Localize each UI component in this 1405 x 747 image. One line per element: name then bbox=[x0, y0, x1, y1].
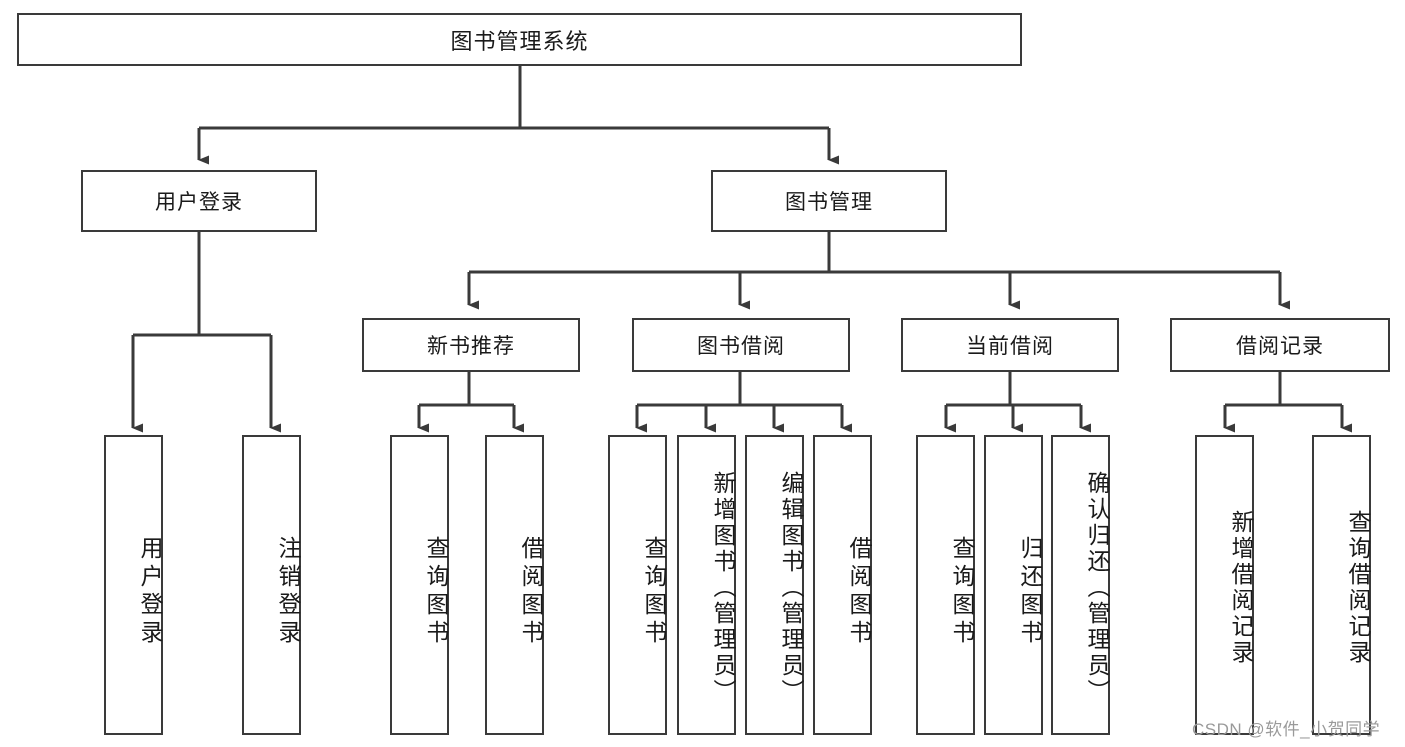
node-book-borrow[interactable]: 图书借阅 bbox=[632, 318, 850, 372]
node-label: 查询图书 bbox=[641, 536, 667, 648]
watermark-text: CSDN @软件_小贺同学 bbox=[1192, 720, 1381, 739]
node-current-borrow[interactable]: 当前借阅 bbox=[901, 318, 1119, 372]
leaf-user-login-login[interactable]: 用户登录 bbox=[104, 435, 163, 735]
node-label: 归还图书 bbox=[1017, 536, 1043, 648]
node-label: 当前借阅 bbox=[966, 335, 1054, 358]
node-label: 借阅记录 bbox=[1236, 335, 1324, 358]
node-label: 图书管理 bbox=[785, 191, 873, 214]
node-label: 借阅图书 bbox=[846, 536, 872, 648]
node-root-system[interactable]: 图书管理系统 bbox=[17, 13, 1022, 66]
node-label: 新增图书（管理员） bbox=[710, 471, 736, 705]
node-label: 注销登录 bbox=[275, 536, 301, 648]
leaf-current-borrow-return[interactable]: 归还图书 bbox=[984, 435, 1043, 735]
node-label: 编辑图书（管理员） bbox=[778, 471, 804, 705]
node-borrow-record[interactable]: 借阅记录 bbox=[1170, 318, 1390, 372]
leaf-user-login-logout[interactable]: 注销登录 bbox=[242, 435, 301, 735]
node-label: 借阅图书 bbox=[518, 536, 544, 648]
csdn-watermark: CSDN @软件_小贺同学 bbox=[1192, 715, 1380, 740]
leaf-new-book-borrow[interactable]: 借阅图书 bbox=[485, 435, 544, 735]
node-book-management[interactable]: 图书管理 bbox=[711, 170, 947, 232]
node-label: 用户登录 bbox=[137, 536, 163, 648]
node-label: 查询图书 bbox=[949, 536, 975, 648]
leaf-book-borrow-borrow[interactable]: 借阅图书 bbox=[813, 435, 872, 735]
leaf-borrow-record-add[interactable]: 新增借阅记录 bbox=[1195, 435, 1254, 735]
node-label: 用户登录 bbox=[155, 191, 243, 214]
leaf-new-book-query[interactable]: 查询图书 bbox=[390, 435, 449, 735]
leaf-book-borrow-add[interactable]: 新增图书（管理员） bbox=[677, 435, 736, 735]
node-label: 查询图书 bbox=[423, 536, 449, 648]
leaf-borrow-record-query[interactable]: 查询借阅记录 bbox=[1312, 435, 1371, 735]
leaf-current-borrow-query[interactable]: 查询图书 bbox=[916, 435, 975, 735]
node-label: 确认归还（管理员） bbox=[1084, 471, 1110, 705]
node-user-login[interactable]: 用户登录 bbox=[81, 170, 317, 232]
leaf-book-borrow-query[interactable]: 查询图书 bbox=[608, 435, 667, 735]
node-label: 新书推荐 bbox=[427, 335, 515, 358]
leaf-book-borrow-edit[interactable]: 编辑图书（管理员） bbox=[745, 435, 804, 735]
node-new-book-recommend[interactable]: 新书推荐 bbox=[362, 318, 580, 372]
leaf-current-borrow-confirm-return[interactable]: 确认归还（管理员） bbox=[1051, 435, 1110, 735]
node-label: 图书借阅 bbox=[697, 335, 785, 358]
node-label: 查询借阅记录 bbox=[1345, 510, 1371, 666]
node-label: 图书管理系统 bbox=[450, 28, 589, 54]
node-label: 新增借阅记录 bbox=[1228, 510, 1254, 666]
